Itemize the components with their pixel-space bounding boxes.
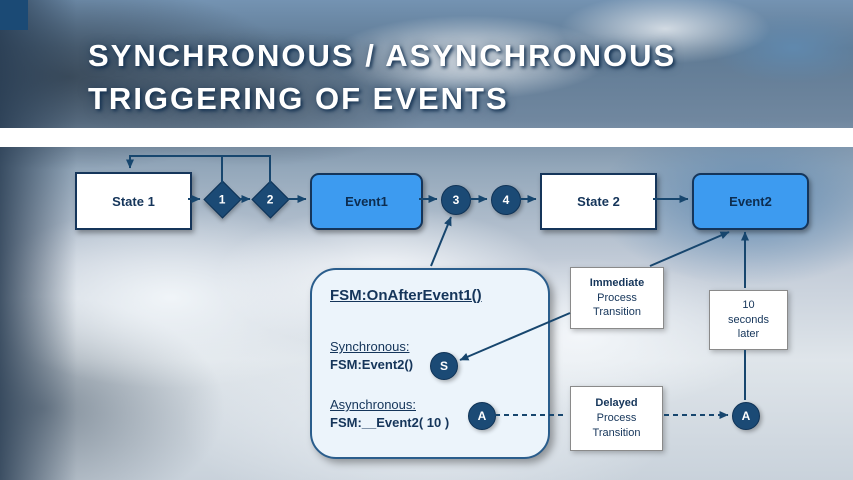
asynchronous-label: Asynchronous: [330, 397, 416, 412]
immediate-note-line2: Process [597, 291, 637, 304]
divider-band [0, 128, 853, 147]
title-line-1: SYNCHRONOUS / ASYNCHRONOUS [88, 38, 677, 73]
step-1-label: 1 [219, 192, 226, 207]
fsm-panel-heading: FSM:OnAfterEvent1() [330, 287, 482, 304]
immediate-note-title: Immediate [589, 276, 645, 289]
delayed-note-title: Delayed [595, 397, 638, 410]
delay-note-line2: seconds [728, 313, 769, 326]
state1-node: State 1 [75, 172, 192, 230]
asynchronous-code: FSM:__Event2( 10 ) [330, 415, 450, 430]
step-3-circle: 3 [441, 185, 471, 215]
delay-note-line1: 10 [742, 298, 755, 311]
async-target-badge-circle: A [732, 402, 760, 430]
synchronous-code: FSM:Event2() [330, 357, 414, 372]
state2-node: State 2 [540, 173, 657, 230]
immediate-transition-note: Immediate Process Transition [570, 267, 664, 329]
title-line-2: TRIGGERING OF EVENTS [88, 81, 509, 116]
slide-title: SYNCHRONOUS / ASYNCHRONOUS TRIGGERING OF… [88, 34, 676, 120]
sync-badge-circle: S [430, 352, 458, 380]
event2-node: Event2 [692, 173, 809, 230]
immediate-note-line3: Transition [593, 306, 641, 319]
delay-time-note: 10 seconds later [709, 290, 788, 350]
corner-accent [0, 0, 28, 30]
async-badge-circle: A [468, 402, 496, 430]
delayed-note-line3: Transition [592, 426, 641, 439]
delayed-transition-note: Delayed Process Transition [570, 386, 663, 451]
step-4-circle: 4 [491, 185, 521, 215]
event1-node: Event1 [310, 173, 423, 230]
delayed-note-line2: Process [596, 412, 637, 425]
step-2-label: 2 [267, 192, 274, 207]
delay-note-line3: later [737, 328, 760, 341]
synchronous-label: Synchronous: [330, 339, 410, 354]
